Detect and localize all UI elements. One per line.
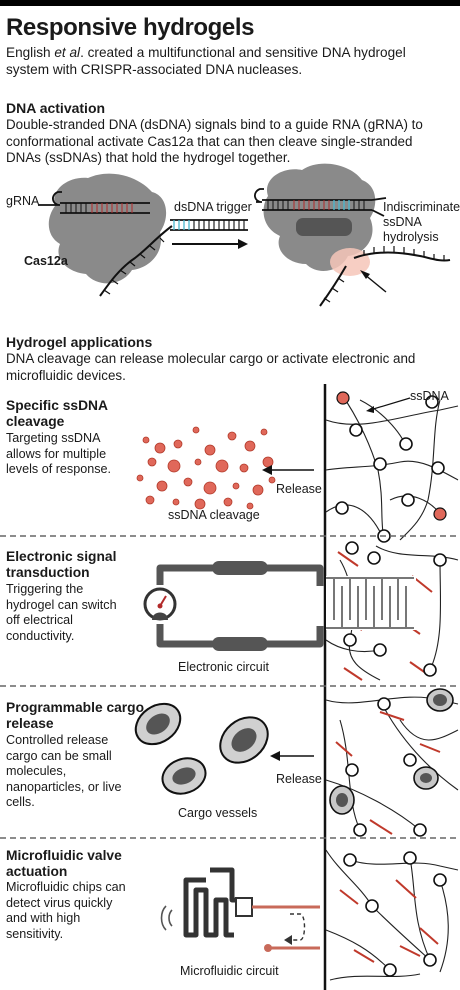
- grna-label: gRNA: [6, 194, 40, 208]
- section-3-desc: Controlled release cargo can be small mo…: [6, 733, 122, 809]
- trigger-arrow-icon: [172, 239, 248, 249]
- applications-text: DNA cleavage can release molecular cargo…: [6, 351, 416, 383]
- hydrolysis-label: Indiscriminate ssDNA hydrolysis: [383, 200, 460, 244]
- release-arrow-icon: [262, 465, 314, 475]
- inlet-port-icon: [264, 944, 272, 952]
- section-2-desc: Triggering the hydrogel can switch off e…: [6, 582, 117, 643]
- cas12a-label: Cas12a: [24, 254, 68, 268]
- section-2-title: Electronic signal transduction: [6, 549, 117, 580]
- page-title: Responsive hydrogels: [6, 14, 255, 41]
- hydrolysis-pointer-icon: [360, 270, 387, 293]
- section-1-title: Specific ssDNA cleavage: [6, 398, 108, 429]
- cas12a-protein-right: [263, 163, 376, 271]
- guide-rna-red: [91, 203, 133, 213]
- section-3-title: Programmable cargo release: [6, 700, 145, 731]
- top-bar: [0, 0, 460, 6]
- ssdna-label: ssDNA: [410, 389, 449, 403]
- cargo-release-arrow-icon: [270, 751, 314, 761]
- interdigitated-electrode: [326, 576, 416, 630]
- ssdna-pointer-icon: [366, 397, 411, 413]
- valve-chamber: [235, 897, 253, 917]
- released-nodes: [336, 391, 447, 521]
- ssdna-tail-left: [99, 225, 173, 297]
- section-4-title: Microfluidic valve actuation: [6, 848, 122, 879]
- ssdna-cut-left: [319, 265, 347, 307]
- section-1-caption: ssDNA cleavage: [168, 508, 260, 522]
- embedded-cargo-vessels: [329, 688, 454, 815]
- section-3-arrow-label: Release: [276, 772, 322, 786]
- dsdna-trigger-icon: [170, 219, 248, 231]
- section-4-desc: Microfluidic chips can detect virus quic…: [6, 880, 126, 941]
- trigger-label: dsDNA trigger: [174, 200, 252, 214]
- ssdna-spheres: [136, 426, 276, 510]
- active-site-pocket: [296, 218, 352, 236]
- lede-text: English et al. created a multifunctional…: [6, 44, 451, 78]
- lede-prefix: English: [6, 45, 55, 60]
- lede-suffix: . created a multifunctional and sensitiv…: [6, 45, 406, 77]
- return-flow-arrow-icon: [284, 913, 306, 945]
- hydrogel-nodes: [335, 395, 447, 977]
- activation-diagram: [38, 163, 451, 307]
- activation-heading: DNA activation: [6, 100, 106, 116]
- cleavage-site-glow: [330, 248, 370, 276]
- section-1-arrow-label: Release: [276, 482, 322, 496]
- section-1-desc: Targeting ssDNA allows for multiple leve…: [6, 431, 112, 476]
- section-2-caption: Electronic circuit: [178, 660, 269, 674]
- ssdna-cut-right: [353, 251, 451, 262]
- electronic-circuit: [143, 561, 324, 651]
- grna-strand: [38, 191, 150, 214]
- section-4-caption: Microfluidic circuit: [180, 964, 279, 978]
- lede-italic: et al: [54, 45, 81, 60]
- microfluidic-circuit: [183, 867, 240, 938]
- section-3-caption: Cargo vessels: [178, 806, 258, 820]
- grna-bases: [65, 203, 87, 213]
- applications-heading: Hydrogel applications: [6, 334, 153, 350]
- cargo-vessels: [134, 702, 269, 795]
- activation-text: Double-stranded DNA (dsDNA) signals bind…: [6, 117, 423, 165]
- signal-waves-icon: [160, 905, 173, 931]
